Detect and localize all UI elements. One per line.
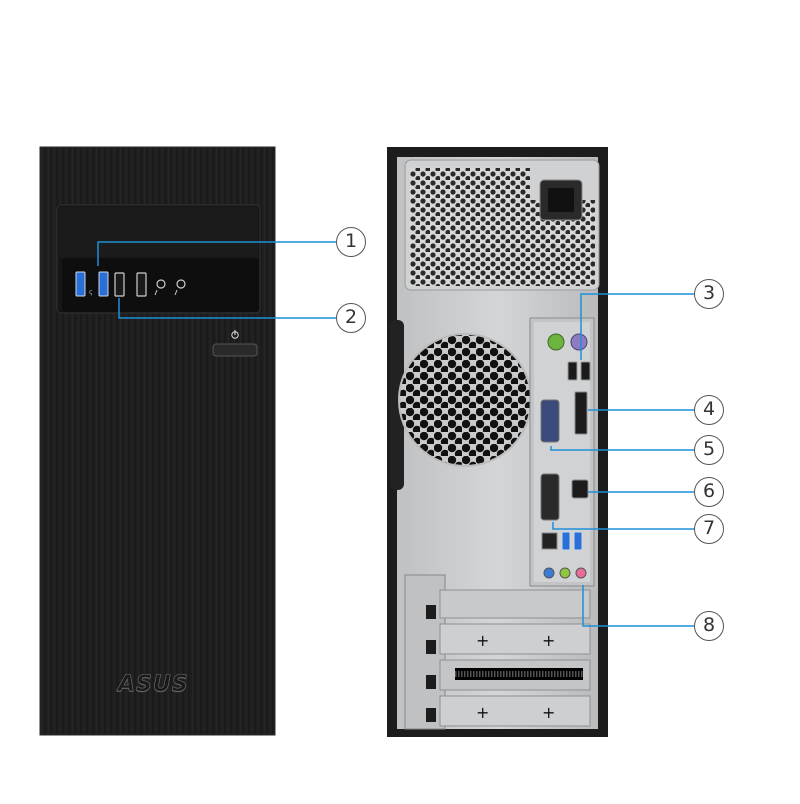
callout-lines [97, 241, 694, 627]
callout-line-1 [97, 241, 336, 266]
expansion-slots: + + + + [404, 574, 591, 730]
rear-audio-jacks [543, 567, 587, 579]
callout-line-3 [580, 293, 694, 360]
rear-fan-grille [398, 333, 532, 467]
hdmi-port [571, 479, 589, 499]
callout-line-8 [582, 585, 694, 627]
callout-line-7 [552, 522, 694, 530]
callout-line-2 [118, 298, 336, 319]
dvi-port [540, 473, 560, 521]
callout-1: 1 [336, 227, 366, 257]
svg-text:+: + [476, 703, 489, 722]
svg-text:+: + [542, 631, 555, 650]
front-audio-jacks [154, 279, 186, 296]
callout-6: 6 [694, 477, 724, 507]
front-usb2-ports [114, 272, 147, 297]
power-button [212, 330, 258, 357]
callout-4: 4 [694, 395, 724, 425]
callout-2: 2 [336, 303, 366, 333]
callout-8: 8 [694, 611, 724, 641]
front-usb3-ports: ꞔ [75, 271, 109, 297]
callout-line-5 [550, 446, 694, 451]
ps2-ports [547, 333, 588, 351]
callout-5: 5 [694, 435, 724, 465]
front-case [39, 146, 276, 736]
vga-port [540, 399, 560, 443]
callout-7: 7 [694, 514, 724, 544]
lan-usb3-ports [541, 531, 583, 551]
asus-logo: ASUS [118, 672, 189, 698]
rear-usb-ports [567, 361, 591, 381]
displayport [574, 391, 588, 435]
svg-text:ꞔ: ꞔ [89, 288, 93, 296]
svg-text:+: + [542, 703, 555, 722]
svg-text:+: + [476, 631, 489, 650]
callout-3: 3 [694, 279, 724, 309]
